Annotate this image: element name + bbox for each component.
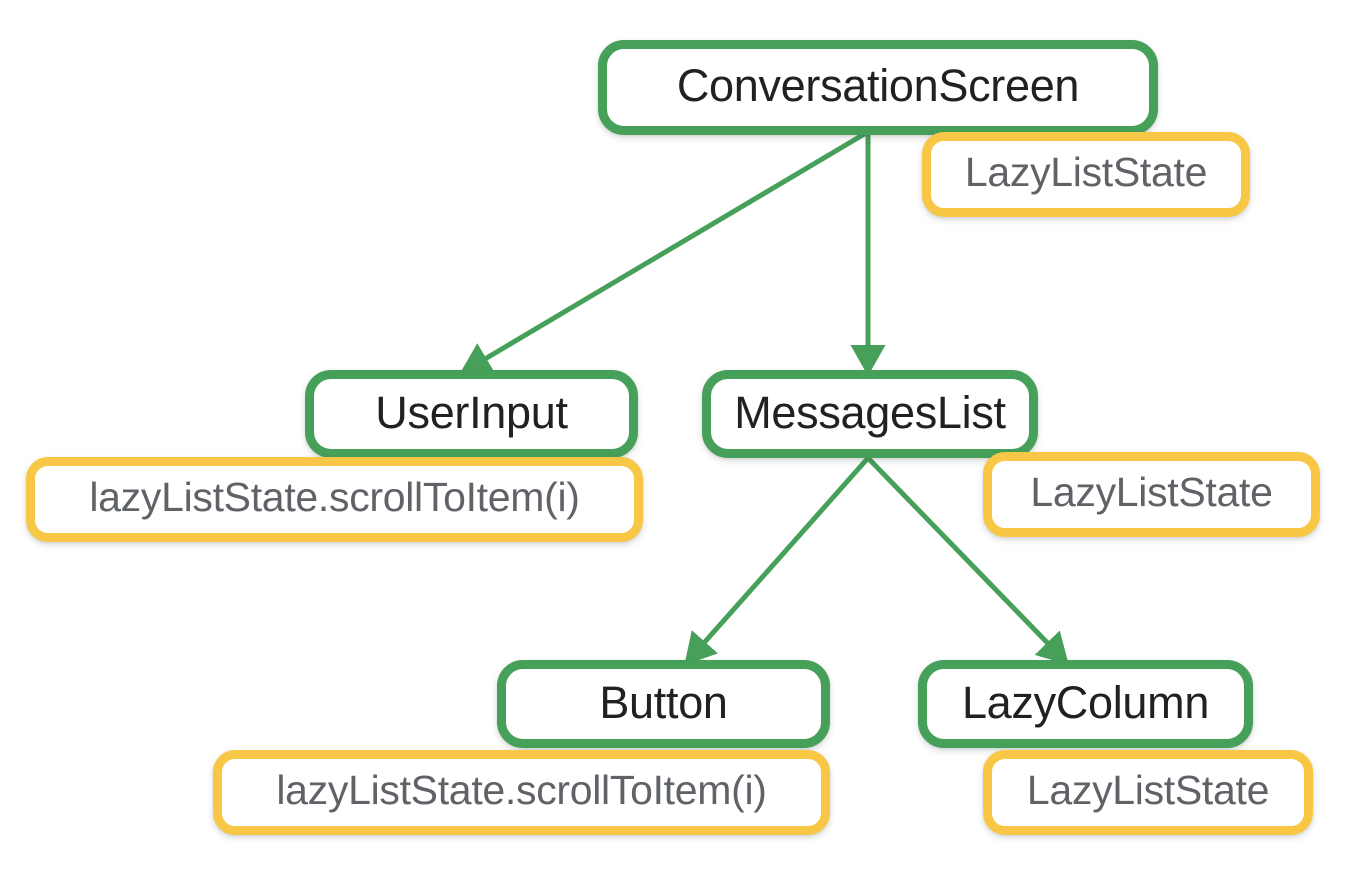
node-conversation-screen[interactable]: ConversationScreen — [598, 40, 1158, 135]
node-label: UserInput — [375, 386, 568, 438]
node-label: MessagesList — [734, 386, 1006, 438]
node-label: LazyListState — [1026, 767, 1270, 813]
node-button[interactable]: Button — [497, 660, 830, 748]
node-user-input[interactable]: UserInput — [305, 370, 638, 458]
node-scrolltoitem-button[interactable]: lazyListState.scrollToItem(i) — [213, 750, 830, 835]
node-label: LazyColumn — [961, 676, 1210, 728]
node-scrolltoitem-userinput[interactable]: lazyListState.scrollToItem(i) — [26, 457, 643, 542]
node-label: lazyListState.scrollToItem(i) — [276, 767, 767, 813]
node-lazyliststate-messageslist[interactable]: LazyListState — [983, 452, 1320, 537]
node-lazyliststate-lazycolumn[interactable]: LazyListState — [983, 750, 1313, 835]
node-label: ConversationScreen — [676, 60, 1080, 111]
node-lazy-column[interactable]: LazyColumn — [918, 660, 1253, 748]
edge-messageslist-to-button — [684, 456, 870, 665]
node-messages-list[interactable]: MessagesList — [702, 370, 1038, 458]
node-label: LazyListState — [964, 149, 1208, 195]
node-lazyliststate-root[interactable]: LazyListState — [922, 132, 1250, 217]
edge-conversationscreen-to-userinput — [459, 130, 868, 375]
node-label: LazyListState — [1030, 469, 1273, 515]
node-label: lazyListState.scrollToItem(i) — [89, 474, 580, 520]
node-label: Button — [599, 676, 728, 728]
